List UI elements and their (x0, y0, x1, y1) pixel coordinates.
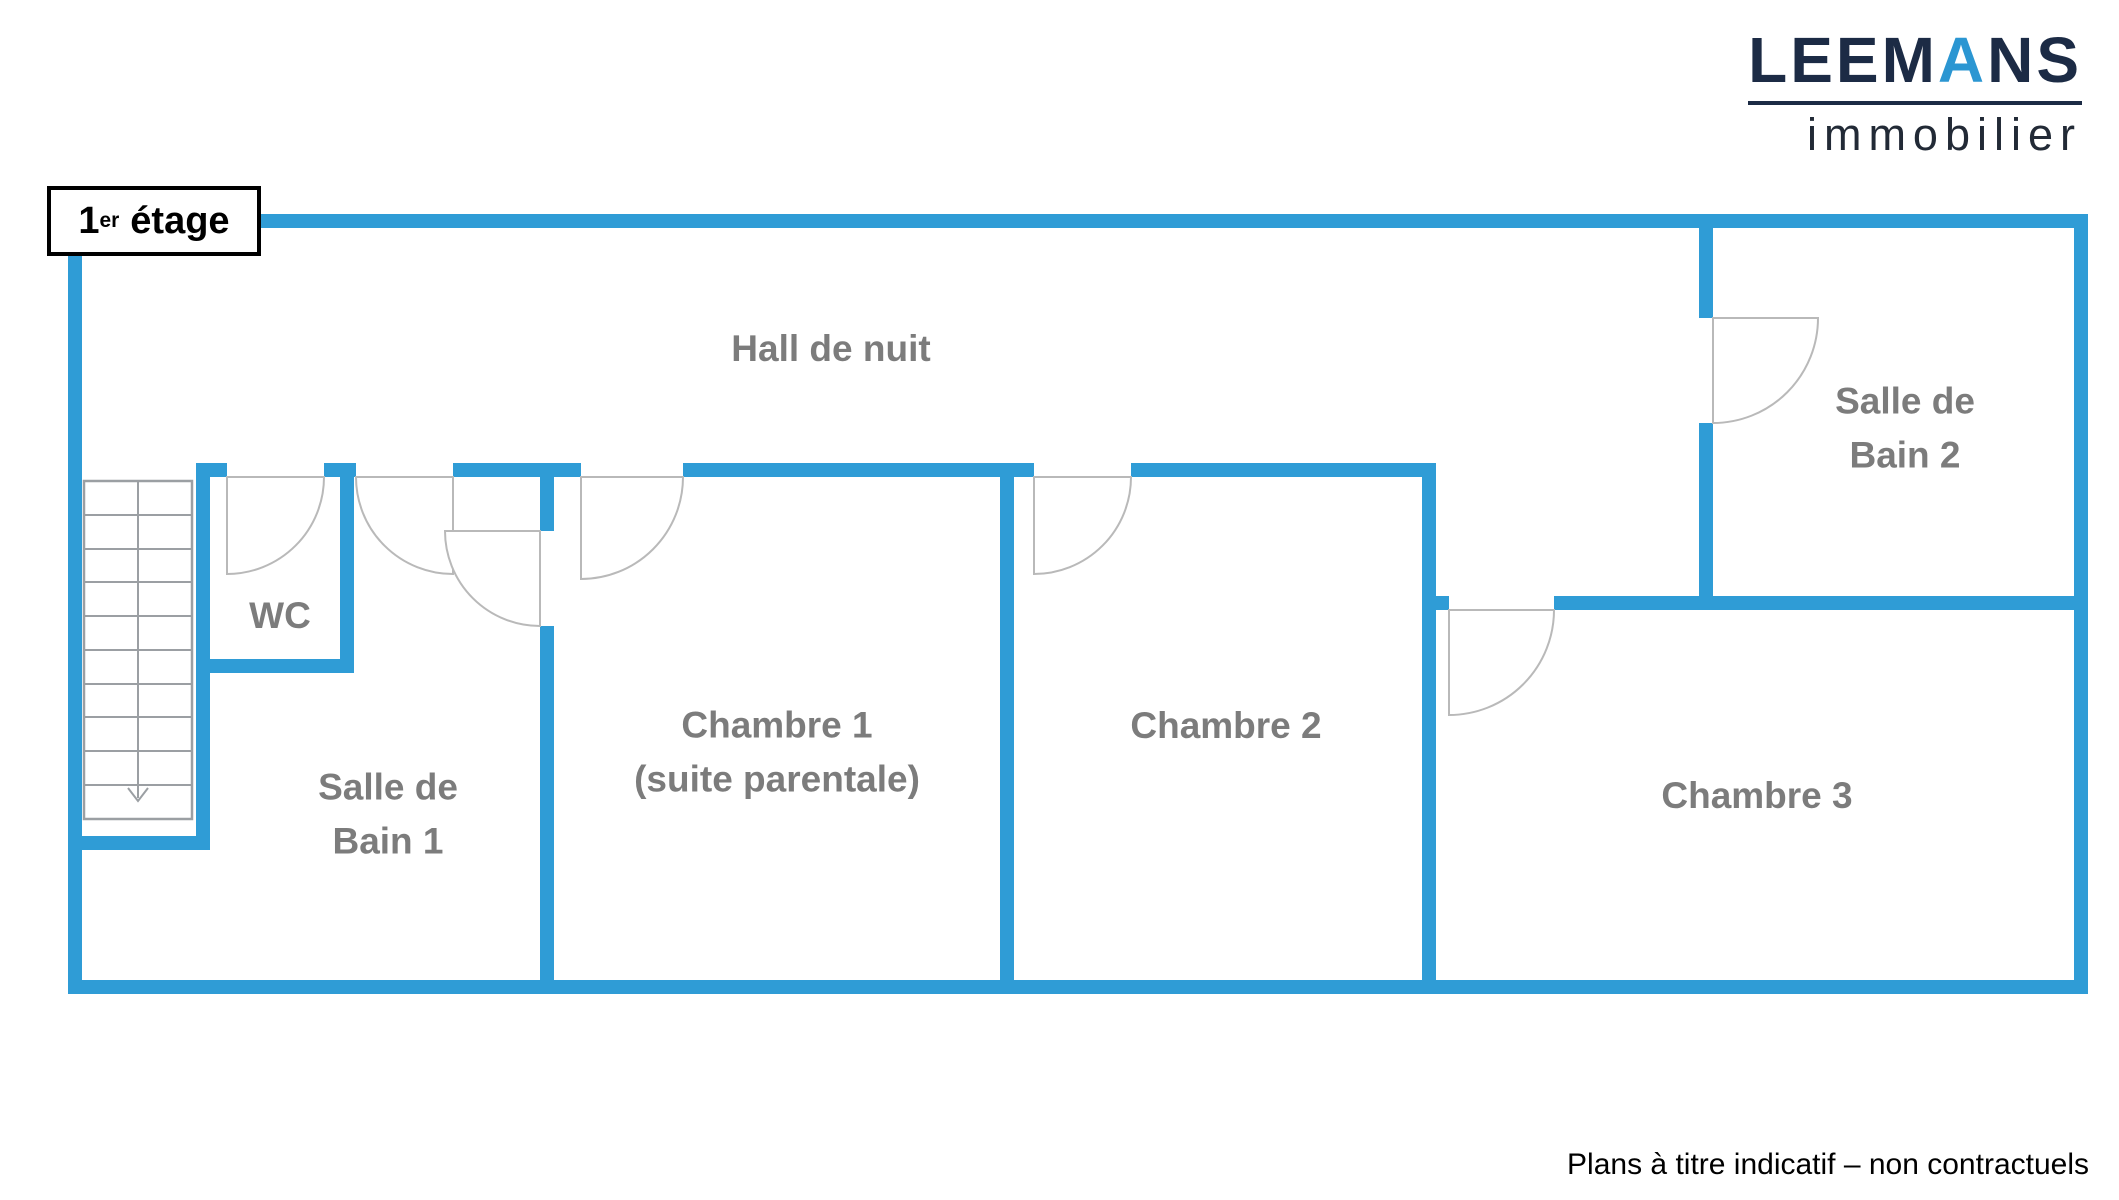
wall-segment (683, 463, 1034, 477)
wall-wc-left (196, 463, 210, 850)
wall-top (68, 214, 2088, 228)
wall-ch2-right (1422, 463, 1436, 994)
room-label-chambre-3: Chambre 3 (1661, 775, 1853, 817)
room-label-salle-de-bain-1: Salle de Bain 1 (318, 766, 458, 861)
wall-wc-bottom (196, 659, 354, 673)
logo-wordmark: LEEMANS (1748, 28, 2082, 92)
wall-segment (1699, 423, 1713, 610)
floor-number: 1 (78, 199, 100, 242)
door-arc-suite-parentale (443, 530, 541, 628)
room-label-chambre-2: Chambre 2 (1130, 705, 1322, 747)
wall-stair-bottom (68, 836, 210, 850)
wall-left (68, 214, 82, 994)
logo-accent-letter: A (1937, 24, 1988, 96)
door-arc-wc (226, 476, 326, 576)
door-arc-salle-de-bain-2 (1712, 317, 1820, 425)
door-arc-chambre-1 (580, 476, 685, 581)
interior-walls (68, 214, 2088, 994)
wall-segment (540, 626, 554, 994)
door-arc-salle-de-bain-1 (354, 476, 454, 576)
floor-word: étage (130, 199, 230, 242)
wall-bottom (68, 980, 2088, 994)
room-label-hall-de-nuit: Hall de nuit (731, 328, 931, 370)
room-label-chambre-1: Chambre 1 (suite parentale) (634, 704, 920, 799)
logo-part1: LEEM (1748, 24, 1938, 96)
wall-segment (453, 463, 581, 477)
wall-segment (1554, 596, 2088, 610)
logo: LEEMANS immobilier (1748, 28, 2082, 160)
logo-subtitle: immobilier (1806, 109, 2082, 160)
room-label-wc: WC (249, 595, 311, 637)
disclaimer-text: Plans à titre indicatif – non contractue… (1567, 1148, 2089, 1181)
staircase-arrow-down-icon (127, 787, 149, 803)
staircase (82, 479, 194, 821)
door-arc-chambre-3 (1448, 609, 1556, 717)
wall-segment (1131, 463, 1436, 477)
wall-ch1-ch2 (1000, 463, 1014, 994)
logo-part3: NS (1987, 24, 2082, 96)
wall-segment (540, 463, 554, 531)
wall-wc-right (340, 463, 354, 673)
door-arc-chambre-2 (1033, 476, 1133, 576)
door-arcs (226, 317, 1820, 717)
wall-segment (1699, 214, 1713, 318)
room-label-salle-de-bain-2: Salle de Bain 2 (1835, 380, 1975, 475)
logo-underline (1748, 101, 2082, 105)
